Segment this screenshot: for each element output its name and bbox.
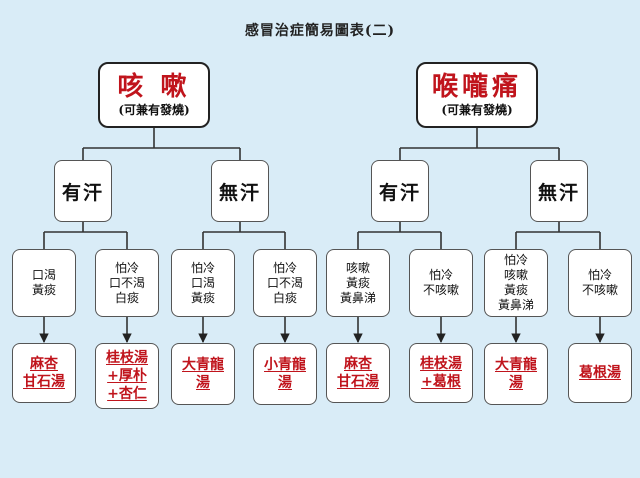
prescription-text: 大青龍: [495, 357, 537, 373]
prescription-text: 小青龍: [264, 357, 306, 373]
condition-text: 不咳嗽: [422, 283, 459, 297]
condition-text: 白痰: [114, 290, 139, 305]
condition-text: 咳嗽: [503, 268, 528, 282]
prescription-text: +厚朴: [107, 368, 147, 384]
prescription-box: 麻杏甘石湯: [12, 343, 76, 403]
condition-box: 怕冷口不渴白痰: [95, 249, 159, 317]
condition-box: 怕冷不咳嗽: [568, 249, 632, 317]
prescription-box: 葛根湯: [568, 343, 632, 403]
sweat-branch-box: 有汗: [371, 160, 429, 222]
condition-box: 怕冷口渴黃痰: [171, 249, 235, 317]
sweat-branch-box: 無汗: [530, 160, 588, 222]
prescription-text: 湯: [196, 375, 210, 391]
prescription-text: 葛根湯: [579, 365, 621, 381]
prescription-box: 大青龍湯: [171, 343, 235, 405]
condition-text: 怕冷: [190, 260, 215, 275]
sweat-branch-label: 無汗: [537, 181, 580, 204]
root-symptom-name: 喉嚨痛: [431, 72, 522, 102]
prescription-text: 大青龍: [182, 357, 224, 373]
root-symptom-box: 喉嚨痛(可兼有發燒): [416, 62, 538, 128]
condition-box: 怕冷口不渴白痰: [253, 249, 317, 317]
prescription-text: 麻杏: [344, 356, 372, 372]
prescription-box: 大青龍湯: [484, 343, 548, 405]
condition-text: 黃痰: [31, 283, 56, 297]
condition-text: 怕冷: [428, 268, 453, 282]
prescription-box: 桂枝湯 +厚朴 +杏仁: [95, 343, 159, 409]
root-symptom-box: 咳 嗽(可兼有發燒): [98, 62, 210, 128]
condition-text: 黃痰: [503, 283, 528, 297]
condition-text: 口渴: [31, 268, 56, 282]
prescription-text: 甘石湯: [23, 374, 65, 390]
root-symptom-note: (可兼有發燒): [441, 103, 513, 117]
condition-box: 口渴黃痰: [12, 249, 76, 317]
root-symptom-note: (可兼有發燒): [118, 103, 190, 117]
condition-text: 黃鼻涕: [339, 290, 376, 305]
prescription-text: 甘石湯: [337, 374, 379, 390]
sweat-branch-label: 有汗: [378, 181, 421, 204]
condition-text: 黃鼻涕: [497, 298, 534, 312]
condition-text: 黃痰: [345, 275, 370, 290]
condition-text: 白痰: [272, 290, 297, 305]
condition-text: 怕冷: [114, 260, 139, 275]
condition-text: 不咳嗽: [581, 283, 618, 297]
chart-title: 感冒治症簡易圖表(二): [244, 23, 396, 39]
condition-text: 怕冷: [587, 268, 612, 282]
condition-text: 口不渴: [108, 275, 145, 290]
sweat-branch-label: 無汗: [218, 181, 261, 204]
sweat-branch-box: 無汗: [211, 160, 269, 222]
prescription-box: 小青龍湯: [253, 343, 317, 405]
condition-text: 黃痰: [190, 290, 215, 305]
root-symptom-name: 咳 嗽: [117, 72, 191, 102]
prescription-text: 桂枝湯: [106, 350, 148, 366]
prescription-box: 桂枝湯 +葛根: [409, 343, 473, 403]
condition-box: 怕冷不咳嗽: [409, 249, 473, 317]
condition-text: 口不渴: [266, 275, 303, 290]
prescription-text: 湯: [509, 375, 523, 391]
prescription-text: 桂枝湯: [420, 356, 462, 372]
condition-box: 怕冷咳嗽黃痰黃鼻涕: [484, 249, 548, 317]
sweat-branch-box: 有汗: [54, 160, 112, 222]
prescription-text: +葛根: [421, 374, 461, 390]
prescription-text: 湯: [278, 375, 292, 391]
condition-text: 怕冷: [272, 260, 297, 275]
sweat-branch-label: 有汗: [61, 181, 104, 204]
prescription-text: +杏仁: [107, 386, 147, 402]
condition-box: 咳嗽黃痰黃鼻涕: [326, 249, 390, 317]
condition-text: 口渴: [190, 275, 215, 290]
prescription-box: 麻杏甘石湯: [326, 343, 390, 403]
condition-text: 咳嗽: [345, 260, 370, 275]
prescription-text: 麻杏: [30, 356, 58, 372]
condition-text: 怕冷: [503, 253, 528, 267]
